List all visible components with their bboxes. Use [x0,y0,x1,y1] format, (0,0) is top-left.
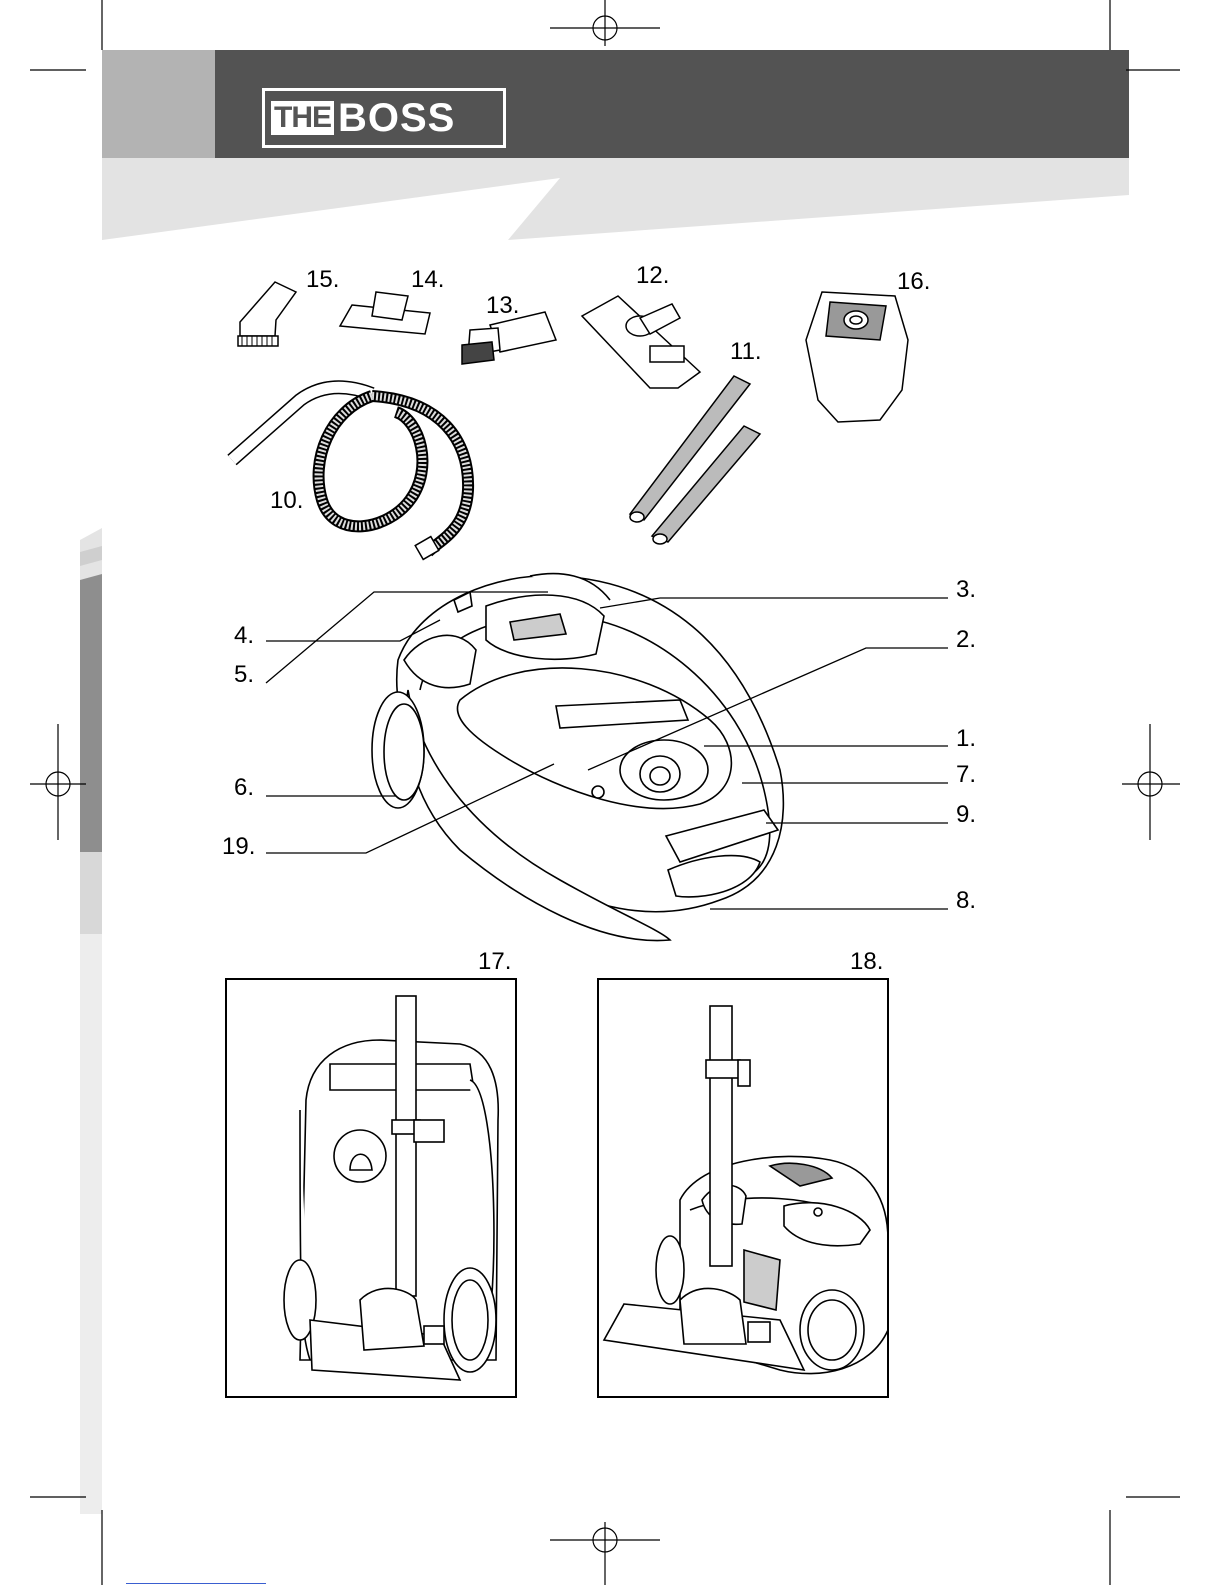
accessory-15-icon [238,282,296,346]
label-8: 8. [956,889,976,913]
brand-logo-the: THE [271,101,334,135]
accessory-16-icon [806,292,908,422]
label-5: 5. [234,663,254,687]
vacuum-cleaner-illustration [372,574,783,941]
accessory-14-icon [340,292,430,334]
label-16: 16. [897,270,930,294]
label-11: 11. [730,340,762,364]
accessory-13-icon [462,312,556,364]
accessory-12-icon [582,296,700,388]
label-7: 7. [956,763,976,787]
label-3: 3. [956,578,976,602]
bottom-edge-line [126,1583,266,1584]
accessory-10-icon [232,387,468,559]
brand-logo: THE BOSS [262,88,506,148]
accessory-11-icon [630,376,760,544]
label-19: 19. [222,835,255,859]
header-band [102,158,1129,240]
label-15: 15. [306,268,339,292]
label-1: 1. [956,727,976,751]
figure-17-frame [225,978,517,1398]
label-6: 6. [234,776,254,800]
label-13: 13. [486,294,519,318]
label-18: 18. [850,950,883,974]
side-tab [80,528,102,1514]
label-12: 12. [636,264,669,288]
label-2: 2. [956,628,976,652]
label-14: 14. [411,268,444,292]
figure-18-frame [597,978,889,1398]
brand-logo-boss: BOSS [338,98,455,138]
header-light-block [102,50,215,158]
label-4: 4. [234,624,254,648]
label-10: 10. [270,489,303,513]
label-17: 17. [478,950,511,974]
label-9: 9. [956,803,976,827]
